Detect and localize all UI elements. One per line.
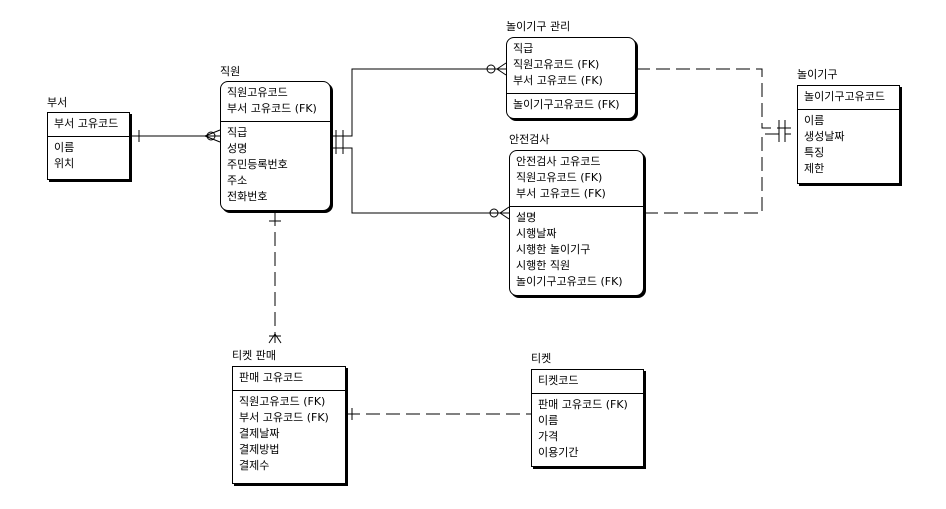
ride-key-0: 놀이기구고유코드 [804,90,885,103]
ticket-sale-attr-0: 직원고유코드 (FK) [239,395,326,408]
staff-attr-1: 성명 [227,142,248,155]
entity-staff[interactable]: 직원고유코드 부서 고유코드 (FK) 직급 성명 주민등록번호 주소 전화번호 [220,81,331,211]
ticket-sale-key-0: 판매 고유코드 [239,371,304,384]
rel-staff-safety-crow-a [499,206,510,214]
entity-ride[interactable]: 놀이기구고유코드 이름 생성날짜 특징 제한 [797,85,900,184]
dept-attr-section: 이름 위치 [48,137,129,176]
dept-key-0: 부서 고유코드 [54,117,119,130]
rel-dept-staff-crow-a [204,129,221,137]
rel-staff-safety [330,147,509,214]
ticket-sale-attr-3: 결제방법 [239,443,280,456]
ticket-sale-attr-1: 부서 고유코드 (FK) [239,411,329,424]
ride-attr-3: 제한 [804,162,825,175]
ticket-sale-attr-section: 직원고유코드 (FK) 부서 고유코드 (FK) 결제날짜 결제방법 결제수 [233,391,345,478]
ride-attr-2: 특징 [804,146,825,159]
staff-key-section: 직원고유코드 부서 고유코드 (FK) [221,82,330,122]
staff-attr-section: 직급 성명 주민등록번호 주소 전화번호 [221,122,330,209]
staff-attr-4: 전화번호 [227,190,268,203]
ticket-sale-attr-4: 결제수 [239,459,270,472]
dept-attr-1: 위치 [54,157,75,170]
rel-safety-ride [644,133,791,214]
entity-ticket[interactable]: 티켓코드 판매 고유코드 (FK) 이름 가격 이용기간 [531,369,644,467]
safety-key-0: 안전검사 고유코드 [516,155,601,168]
dept-key-section: 부서 고유코드 [48,113,129,137]
ride-attr-1: 생성날짜 [804,130,845,143]
ride-mgmt-attr-section: 놀이기구고유코드 (FK) [507,94,635,117]
ticket-key-section: 티켓코드 [532,370,643,394]
rel-staff-ridemgmt-crow-b [496,68,507,76]
rel-staff-ridemgmt-circle [486,64,496,74]
rel-staff-safety-crow-b [499,212,510,220]
rel-staff-ridemgmt [330,68,506,137]
staff-attr-0: 직급 [227,126,248,139]
rel-staff-ticketsale-crow-b [274,333,282,344]
ride-attr-0: 이름 [804,114,825,127]
entity-name-ticket-sale: 티켓 판매 [232,349,276,362]
safety-attr-2: 시행한 놀이기구 [516,243,591,256]
safety-key-1: 직원고유코드 (FK) [516,171,603,184]
safety-attr-1: 시행날짜 [516,227,557,240]
entity-safety[interactable]: 안전검사 고유코드 직원고유코드 (FK) 부서 고유코드 (FK) 설명 시행… [509,150,644,296]
ticket-sale-key-section: 판매 고유코드 [233,367,345,391]
staff-key-1: 부서 고유코드 (FK) [227,102,317,115]
dept-attr-0: 이름 [54,141,75,154]
entity-name-dept: 부서 [47,96,68,109]
rel-staff-ridemgmt-crow-a [496,62,507,70]
staff-attr-2: 주민등록번호 [227,158,288,171]
ticket-attr-2: 가격 [538,430,559,443]
ride-key-section: 놀이기구고유코드 [798,86,899,110]
rel-ridemgmt-ride [636,68,791,129]
entity-ticket-sale[interactable]: 판매 고유코드 직원고유코드 (FK) 부서 고유코드 (FK) 결제날짜 결제… [232,366,346,484]
ride-mgmt-key-0: 직급 [513,42,534,55]
ticket-attr-1: 이름 [538,414,559,427]
rel-dept-staff-circle [206,131,216,141]
entity-dept[interactable]: 부서 고유코드 이름 위치 [47,112,130,180]
entity-name-safety: 안전검사 [509,133,550,146]
ride-mgmt-attr-0: 놀이기구고유코드 (FK) [513,98,620,111]
rel-dept-staff-crow-b [204,135,221,143]
ride-mgmt-key-section: 직급 직원고유코드 (FK) 부서 고유코드 (FK) [507,38,635,94]
ride-attr-section: 이름 생성날짜 특징 제한 [798,110,899,181]
ticket-sale-attr-2: 결제날짜 [239,427,280,440]
entity-name-ticket: 티켓 [531,352,552,365]
ticket-attr-0: 판매 고유코드 (FK) [538,398,628,411]
ride-mgmt-key-1: 직원고유코드 (FK) [513,58,600,71]
rel-staff-ticketsale-crow-a [268,333,276,344]
rel-staff-safety-circle [489,208,499,218]
entity-name-ride-mgmt: 놀이기구 관리 [506,20,571,33]
safety-attr-3: 시행한 직원 [516,259,571,272]
staff-attr-3: 주소 [227,174,248,187]
staff-key-0: 직원고유코드 [227,86,288,99]
safety-key-2: 부서 고유코드 (FK) [516,187,606,200]
safety-attr-section: 설명 시행날짜 시행한 놀이기구 시행한 직원 놀이기구고유코드 (FK) [510,207,643,294]
safety-key-section: 안전검사 고유코드 직원고유코드 (FK) 부서 고유코드 (FK) [510,151,643,207]
entity-name-ride: 놀이기구 [797,68,838,81]
entity-name-staff: 직원 [220,65,241,78]
entity-ride-mgmt[interactable]: 직급 직원고유코드 (FK) 부서 고유코드 (FK) 놀이기구고유코드 (FK… [506,37,636,119]
ticket-attr-3: 이용기간 [538,446,579,459]
ride-mgmt-key-2: 부서 고유코드 (FK) [513,74,603,87]
safety-attr-0: 설명 [516,211,537,224]
safety-attr-4: 놀이기구고유코드 (FK) [516,275,623,288]
ticket-key-0: 티켓코드 [538,374,579,387]
ticket-attr-section: 판매 고유코드 (FK) 이름 가격 이용기간 [532,394,643,465]
